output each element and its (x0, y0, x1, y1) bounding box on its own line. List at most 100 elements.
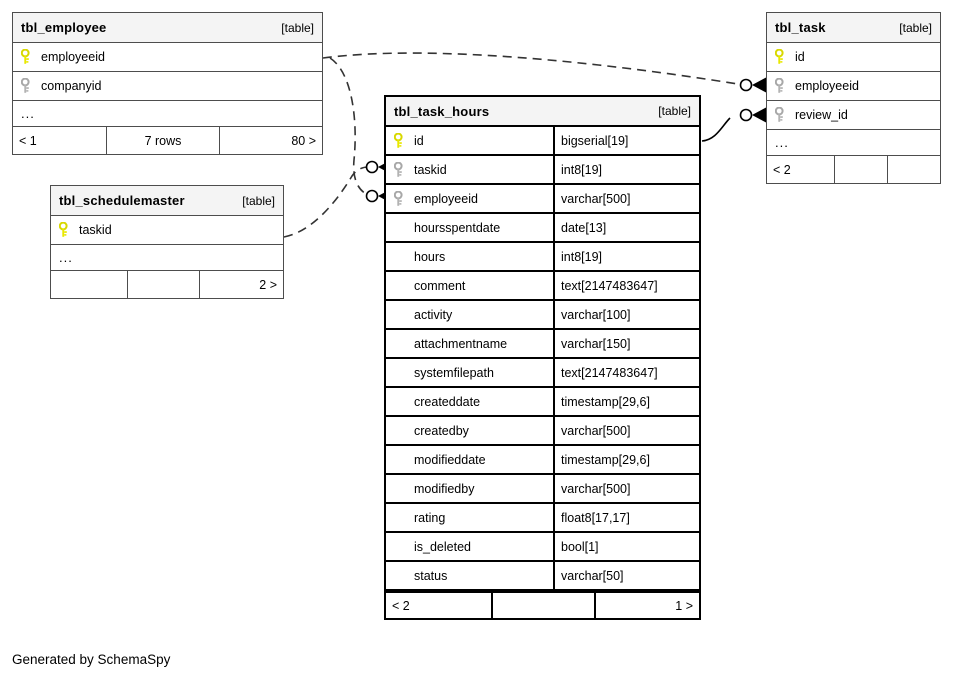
table-type-tag: [table] (658, 104, 691, 118)
column-cell: activity (386, 301, 553, 328)
table-row[interactable]: employeeid (767, 72, 940, 101)
column-name: status (414, 568, 448, 583)
column-name: employeeid (414, 191, 478, 206)
column-cell: taskid (51, 216, 283, 244)
column-name: attachmentname (414, 336, 508, 351)
foreign-key-icon (774, 106, 788, 123)
table-type-tag: [table] (242, 193, 275, 208)
column-cell: id (386, 127, 553, 154)
column-type: varchar[100] (553, 301, 699, 328)
table-row[interactable]: systemfilepath text[2147483647] (386, 359, 699, 388)
column-cell: employeeid (767, 72, 940, 100)
column-type: timestamp[29,6] (553, 388, 699, 415)
footer-next-link[interactable]: 2 > (199, 271, 283, 298)
link-employee-to-task-hours (329, 57, 371, 197)
column-cell: employeeid (13, 43, 322, 71)
table-row[interactable]: status varchar[50] (386, 562, 699, 591)
primary-key-icon (58, 221, 72, 238)
table-row[interactable]: id (767, 43, 940, 72)
table-row[interactable]: comment text[2147483647] (386, 272, 699, 301)
column-cell: createdby (386, 417, 553, 444)
column-type: int8[19] (553, 243, 699, 270)
column-type: float8[17,17] (553, 504, 699, 531)
column-name: is_deleted (414, 539, 471, 554)
table-row[interactable]: hours int8[19] (386, 243, 699, 272)
table-row[interactable]: employeeid varchar[500] (386, 185, 699, 214)
table-row[interactable]: id bigserial[19] (386, 127, 699, 156)
table-row[interactable]: modifieddate timestamp[29,6] (386, 446, 699, 475)
table-row[interactable]: review_id (767, 101, 940, 130)
column-name: modifieddate (414, 452, 486, 467)
column-type: text[2147483647] (553, 272, 699, 299)
column-name: id (795, 50, 805, 64)
table-row[interactable]: createdby varchar[500] (386, 417, 699, 446)
table-row[interactable]: createddate timestamp[29,6] (386, 388, 699, 417)
footer-next-link[interactable]: 1 > (594, 593, 699, 618)
column-cell: attachmentname (386, 330, 553, 357)
column-type: varchar[500] (553, 475, 699, 502)
column-name: hours (414, 249, 446, 264)
column-cell: createddate (386, 388, 553, 415)
table-header-tbl_task_hours: tbl_task_hours [table] (386, 97, 699, 127)
table-tbl_task[interactable]: tbl_task [table] id employeeid (766, 12, 941, 184)
table-row[interactable]: taskid (51, 216, 283, 245)
table-tbl_employee[interactable]: tbl_employee [table] employeeid companyi… (12, 12, 323, 155)
table-footer: < 2 1 > (386, 591, 699, 618)
table-row[interactable]: companyid (13, 72, 322, 101)
table-tbl_schedulemaster[interactable]: tbl_schedulemaster [table] taskid ... 2 … (50, 185, 284, 299)
column-cell: employeeid (386, 185, 553, 212)
column-cell: hoursspentdate (386, 214, 553, 241)
table-header-tbl_employee: tbl_employee [table] (13, 13, 322, 43)
primary-key-icon (393, 132, 407, 149)
column-type: varchar[500] (553, 417, 699, 444)
column-cell: taskid (386, 156, 553, 183)
column-cell: status (386, 562, 553, 589)
table-row[interactable]: activity varchar[100] (386, 301, 699, 330)
column-cell: modifieddate (386, 446, 553, 473)
column-name: employeeid (41, 50, 105, 64)
footer-prev-link[interactable]: < 1 (19, 133, 37, 148)
column-cell: is_deleted (386, 533, 553, 560)
footer-next-link[interactable] (887, 156, 940, 183)
column-name: hoursspentdate (414, 220, 501, 235)
crowfoot-task-review-id (739, 107, 767, 123)
column-type: bigserial[19] (553, 127, 699, 154)
footer-prev-link[interactable]: < 2 (773, 162, 791, 177)
foreign-key-icon (774, 77, 788, 94)
link-schedulemaster-to-task-hours (283, 166, 369, 238)
column-name: modifiedby (414, 481, 475, 496)
footer-row-count: 7 rows (106, 127, 219, 154)
table-row[interactable]: is_deleted bool[1] (386, 533, 699, 562)
footer-next-link[interactable]: 80 > (219, 127, 322, 154)
column-cell: hours (386, 243, 553, 270)
table-footer: 2 > (51, 271, 283, 298)
column-cell: comment (386, 272, 553, 299)
table-tbl_task_hours[interactable]: tbl_task_hours [table] id bigserial[19] … (384, 95, 701, 620)
primary-key-icon (20, 48, 34, 65)
table-row[interactable]: taskid int8[19] (386, 156, 699, 185)
table-title: tbl_schedulemaster (59, 193, 185, 208)
table-row[interactable]: rating float8[17,17] (386, 504, 699, 533)
column-name: comment (414, 278, 466, 293)
more-columns-indicator: ... (51, 245, 283, 271)
table-row[interactable]: hoursspentdate date[13] (386, 214, 699, 243)
table-row[interactable]: employeeid (13, 43, 322, 72)
table-type-tag: [table] (281, 20, 314, 35)
foreign-key-icon (393, 190, 407, 207)
table-row[interactable]: modifiedby varchar[500] (386, 475, 699, 504)
more-columns-indicator: ... (13, 101, 322, 127)
table-row[interactable]: attachmentname varchar[150] (386, 330, 699, 359)
column-type: int8[19] (553, 156, 699, 183)
table-footer: < 1 7 rows 80 > (13, 127, 322, 154)
footer-prev-link[interactable]: < 2 (392, 598, 410, 613)
footer-row-count (834, 156, 887, 183)
column-name: employeeid (795, 79, 859, 93)
column-type: varchar[50] (553, 562, 699, 589)
link-task-hours-to-task-review (701, 117, 731, 142)
column-type: text[2147483647] (553, 359, 699, 386)
footer-row-count (127, 271, 199, 298)
footer-prev-link[interactable] (51, 271, 127, 298)
footer-row-count (491, 593, 594, 618)
primary-key-icon (774, 48, 788, 65)
